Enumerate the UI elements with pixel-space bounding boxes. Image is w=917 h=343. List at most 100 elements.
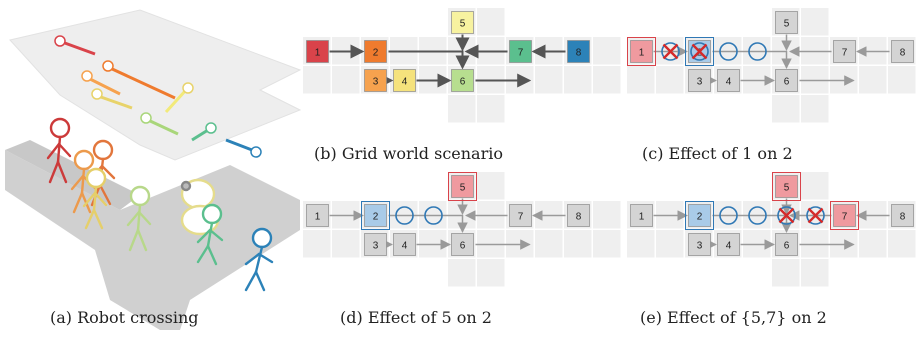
agent-8-label: 8 bbox=[576, 48, 582, 59]
grid-cell bbox=[627, 230, 655, 258]
agent-7-label: 7 bbox=[842, 48, 848, 59]
grid-cell bbox=[859, 230, 887, 258]
grid-cell bbox=[656, 230, 684, 258]
agent-6-label: 6 bbox=[460, 77, 466, 88]
agent-6-box bbox=[775, 69, 798, 92]
agent-1-box bbox=[306, 40, 329, 63]
agent-1-label: 1 bbox=[639, 48, 645, 59]
agent-5-label: 5 bbox=[784, 183, 790, 194]
agent-4-label: 4 bbox=[402, 77, 408, 88]
influence-frame bbox=[627, 37, 656, 66]
agent-8-box bbox=[567, 204, 590, 227]
grid-cell bbox=[593, 37, 621, 65]
grid-cell bbox=[477, 8, 505, 36]
grid-cell bbox=[477, 172, 505, 200]
agent-2-label: 2 bbox=[697, 212, 703, 223]
agent-3-label: 3 bbox=[697, 241, 703, 252]
agent-7-box bbox=[833, 204, 856, 227]
agent-3-box bbox=[688, 233, 711, 256]
predicted-position-circle bbox=[395, 206, 414, 225]
collision-cross bbox=[778, 207, 795, 224]
agent-1-label: 1 bbox=[639, 212, 645, 223]
target-frame bbox=[685, 37, 714, 66]
collision-cross bbox=[807, 207, 824, 224]
agent-4-box bbox=[717, 233, 740, 256]
grid-cell bbox=[448, 259, 476, 287]
agent-1-box bbox=[306, 204, 329, 227]
grid-cell bbox=[303, 66, 331, 94]
agent-8-label: 8 bbox=[576, 212, 582, 223]
agent-6-label: 6 bbox=[460, 241, 466, 252]
agent-3-box bbox=[364, 233, 387, 256]
grid-cell bbox=[535, 66, 563, 94]
target-frame bbox=[685, 201, 714, 230]
collision-cross bbox=[662, 43, 679, 60]
agent-5-label: 5 bbox=[460, 19, 466, 30]
agent-3-label: 3 bbox=[373, 77, 379, 88]
agent-6-label: 6 bbox=[784, 241, 790, 252]
agent-6-label: 6 bbox=[784, 77, 790, 88]
agent-4-box bbox=[393, 69, 416, 92]
agent-4-label: 4 bbox=[402, 241, 408, 252]
agent-8-box bbox=[567, 40, 590, 63]
agent-2-box bbox=[364, 204, 387, 227]
agent-7-box bbox=[833, 40, 856, 63]
agent-8-label: 8 bbox=[900, 48, 906, 59]
agent-2-label: 2 bbox=[373, 212, 379, 223]
agent-6-box bbox=[451, 69, 474, 92]
grid-cell bbox=[593, 66, 621, 94]
collision-cross bbox=[691, 43, 708, 60]
caption-d: (d) Effect of 5 on 2 bbox=[340, 308, 492, 327]
agent-7-box bbox=[509, 204, 532, 227]
agent-3-label: 3 bbox=[373, 241, 379, 252]
agent-1-box bbox=[630, 204, 653, 227]
grid-cell bbox=[535, 230, 563, 258]
agent-2-label: 2 bbox=[373, 48, 379, 59]
agent-1-box bbox=[630, 40, 653, 63]
caption-b: (b) Grid world scenario bbox=[314, 144, 503, 163]
panel-a-robot-crossing bbox=[5, 9, 302, 330]
trajectory-arrow bbox=[388, 50, 470, 70]
agent-8-box bbox=[891, 204, 914, 227]
agent-8-label: 8 bbox=[900, 212, 906, 223]
grid-cell bbox=[593, 201, 621, 229]
grid-cell bbox=[564, 66, 592, 94]
grid-cell bbox=[888, 66, 916, 94]
predicted-position-circle bbox=[661, 42, 680, 61]
grid-cell bbox=[859, 66, 887, 94]
target-frame bbox=[361, 201, 390, 230]
predicted-position-circle bbox=[748, 206, 767, 225]
grid-cell bbox=[772, 259, 800, 287]
agent-4-box bbox=[717, 69, 740, 92]
agent-3-box bbox=[688, 69, 711, 92]
predicted-position-circle bbox=[719, 42, 738, 61]
predicted-position-circle bbox=[424, 206, 443, 225]
predicted-position-circle bbox=[690, 42, 709, 61]
grid-cell bbox=[888, 230, 916, 258]
grid-cell bbox=[477, 259, 505, 287]
agent-1-label: 1 bbox=[315, 212, 321, 223]
agent-6-box bbox=[775, 233, 798, 256]
grid-cell bbox=[448, 95, 476, 123]
grid-cell bbox=[332, 66, 360, 94]
grid-cell bbox=[772, 95, 800, 123]
agent-1-label: 1 bbox=[315, 48, 321, 59]
agent-5-label: 5 bbox=[460, 183, 466, 194]
grid-cell bbox=[477, 95, 505, 123]
influence-frame bbox=[772, 172, 801, 201]
grid-cell bbox=[656, 66, 684, 94]
agent-5-box bbox=[451, 175, 474, 198]
grid-cell bbox=[303, 230, 331, 258]
influence-frame bbox=[448, 172, 477, 201]
agent-7-label: 7 bbox=[518, 48, 524, 59]
caption-a: (a) Robot crossing bbox=[50, 308, 199, 327]
grid-cell bbox=[801, 172, 829, 200]
agent-2-box bbox=[364, 40, 387, 63]
predicted-position-circle bbox=[806, 206, 825, 225]
grid-cell bbox=[801, 259, 829, 287]
agent-7-label: 7 bbox=[842, 212, 848, 223]
caption-c: (c) Effect of 1 on 2 bbox=[642, 144, 793, 163]
agent-7-label: 7 bbox=[518, 212, 524, 223]
caption-e: (e) Effect of {5,7} on 2 bbox=[640, 308, 827, 327]
agent-7-box bbox=[509, 40, 532, 63]
